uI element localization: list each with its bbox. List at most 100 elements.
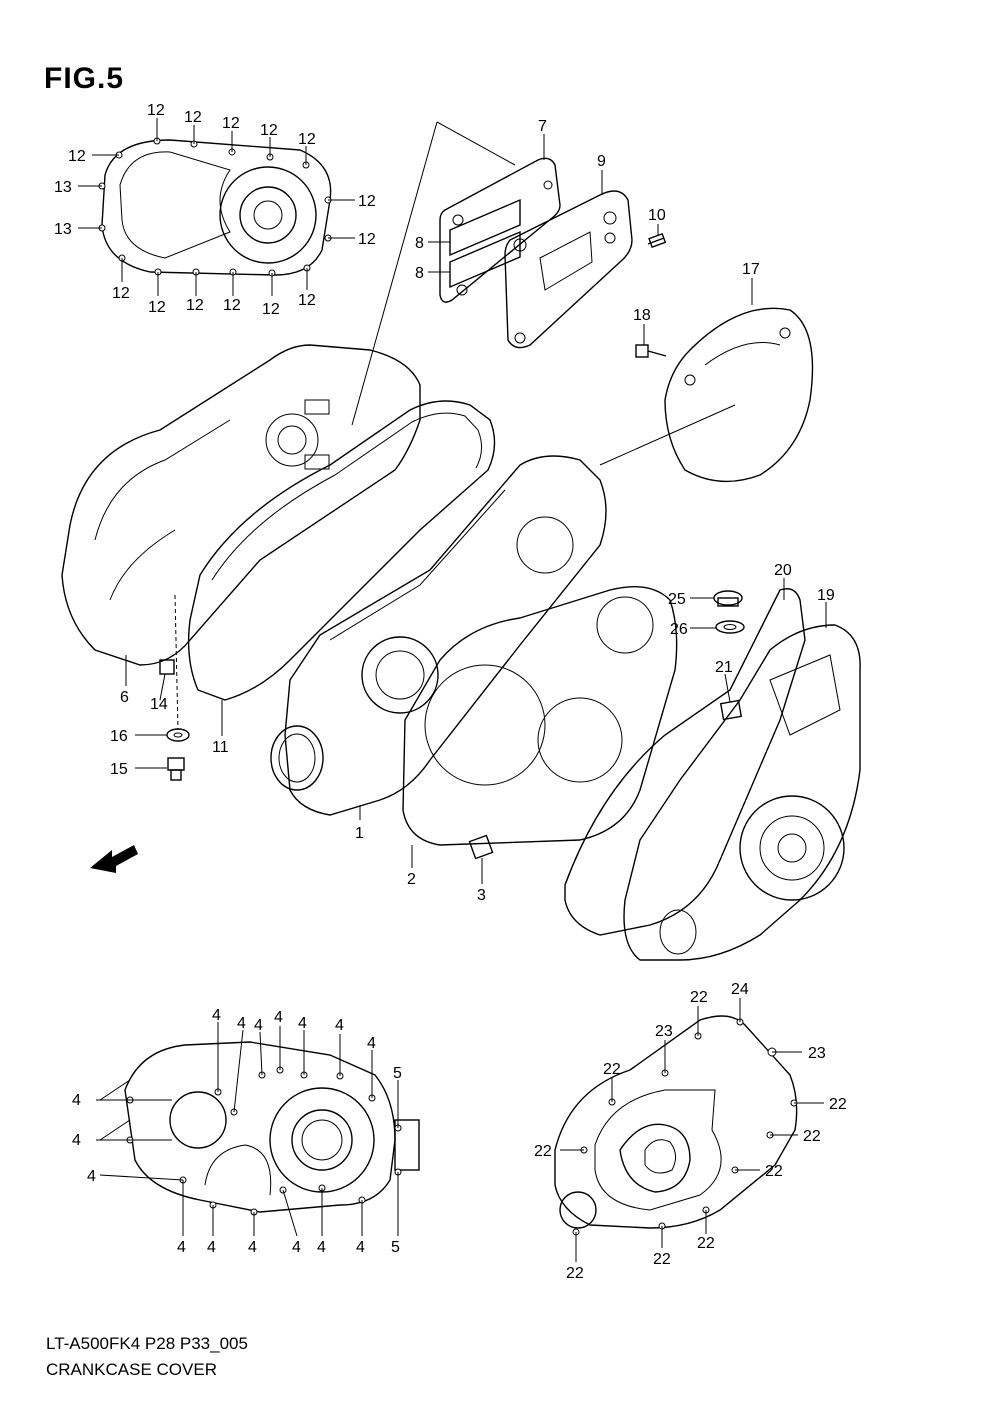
callout-18: 18	[633, 307, 651, 324]
callout-14: 14	[150, 696, 168, 713]
dowel-part-3	[468, 834, 494, 860]
callout-22: 22	[829, 1096, 847, 1113]
gasket-part-11	[187, 400, 496, 701]
callout-21: 21	[715, 659, 733, 676]
callout-7: 7	[538, 118, 547, 135]
leader-lines-bottomright	[560, 998, 824, 1262]
callout-12: 12	[186, 297, 204, 314]
callout-22: 22	[690, 989, 708, 1006]
callout-16: 16	[110, 728, 128, 745]
callout-6: 6	[120, 689, 129, 706]
callout-8: 8	[415, 265, 424, 282]
callout-12: 12	[358, 193, 376, 210]
fwd-arrow-icon	[90, 845, 138, 873]
bolt-holes-4-5	[126, 1066, 402, 1216]
bolt-part-15	[167, 757, 185, 781]
callout-22: 22	[653, 1251, 671, 1268]
gasket-part-2	[402, 585, 678, 846]
callout-4: 4	[292, 1239, 301, 1256]
figure-title: FIG.5	[44, 62, 125, 95]
callout-12: 12	[184, 109, 202, 126]
leader-dashed-axis	[174, 594, 179, 731]
callout-4: 4	[237, 1015, 246, 1032]
callout-4: 4	[87, 1168, 96, 1185]
callout-12: 12	[223, 297, 241, 314]
callout-4: 4	[177, 1239, 186, 1256]
callout-12: 12	[298, 131, 316, 148]
callout-labels: 12 12 12 12 12 12 13 13 12 12 12 12 12 1…	[54, 102, 847, 1282]
callout-4: 4	[335, 1017, 344, 1034]
callout-4: 4	[248, 1239, 257, 1256]
callout-24: 24	[731, 981, 749, 998]
callout-12: 12	[68, 148, 86, 165]
callout-22: 22	[534, 1143, 552, 1160]
callout-23: 23	[655, 1023, 673, 1040]
callout-4: 4	[72, 1132, 81, 1149]
inner-crankcase-cover-part-1	[270, 455, 607, 816]
callout-12: 12	[222, 115, 240, 132]
callout-11: 11	[212, 739, 229, 756]
plug-part-25	[713, 590, 743, 607]
callout-4: 4	[72, 1092, 81, 1109]
callout-12: 12	[298, 292, 316, 309]
cover-plate-part-17	[664, 307, 814, 483]
callout-22: 22	[697, 1235, 715, 1252]
callout-8: 8	[415, 235, 424, 252]
callout-17: 17	[742, 261, 760, 278]
callout-4: 4	[367, 1035, 376, 1052]
screw-part-10	[647, 232, 667, 248]
magneto-cover-part-19	[623, 624, 861, 961]
callout-13: 13	[54, 221, 72, 238]
callout-4: 4	[298, 1015, 307, 1032]
crankcase-bolt-map	[124, 1041, 420, 1216]
callout-4: 4	[207, 1239, 216, 1256]
callout-12: 12	[260, 122, 278, 139]
crankcase-cover-part-6	[61, 344, 421, 666]
callout-4: 4	[274, 1009, 283, 1026]
callout-20: 20	[774, 562, 792, 579]
callout-4: 4	[212, 1007, 221, 1024]
callout-12: 12	[112, 285, 130, 302]
bracket-part-9	[504, 190, 633, 349]
callout-13: 13	[54, 179, 72, 196]
leader-lines-bottomleft	[96, 1022, 399, 1237]
leader-17-assembly	[599, 404, 736, 466]
callout-22: 22	[566, 1265, 584, 1282]
callout-3: 3	[477, 887, 486, 904]
bolt-part-18	[635, 344, 667, 358]
washer-part-16	[166, 728, 190, 742]
model-code: LT-A500FK4 P28 P33_005	[46, 1334, 248, 1353]
plate-part-8	[449, 198, 521, 289]
callout-19: 19	[817, 587, 835, 604]
bolt-holes-22-24	[572, 1018, 798, 1236]
dowel-part-14	[159, 659, 175, 675]
diagram-subtitle: CRANKCASE COVER	[46, 1360, 217, 1379]
gasket-part-20	[564, 588, 806, 936]
callout-5: 5	[393, 1065, 402, 1082]
callout-10: 10	[648, 207, 666, 224]
callout-12: 12	[147, 102, 165, 119]
callout-2: 2	[407, 871, 416, 888]
callout-12: 12	[148, 299, 166, 316]
callout-23: 23	[808, 1045, 826, 1062]
callout-5: 5	[391, 1239, 400, 1256]
callout-4: 4	[356, 1239, 365, 1256]
bolt-holes	[98, 137, 332, 277]
leader-lines-topleft	[78, 118, 355, 296]
callout-4: 4	[254, 1017, 263, 1034]
callout-12: 12	[262, 301, 280, 318]
plate-part-7	[439, 157, 561, 303]
callout-12: 12	[358, 231, 376, 248]
dowel-part-21	[719, 699, 743, 721]
callout-1: 1	[355, 825, 364, 842]
callout-9: 9	[597, 153, 606, 170]
callout-22: 22	[603, 1061, 621, 1078]
callout-22: 22	[803, 1128, 821, 1145]
leader-7-plate	[436, 121, 516, 166]
callout-15: 15	[110, 761, 128, 778]
cvt-cover-bolt-map	[98, 137, 332, 277]
magneto-cover-bolt-map	[554, 1015, 798, 1236]
callout-22: 22	[765, 1163, 783, 1180]
